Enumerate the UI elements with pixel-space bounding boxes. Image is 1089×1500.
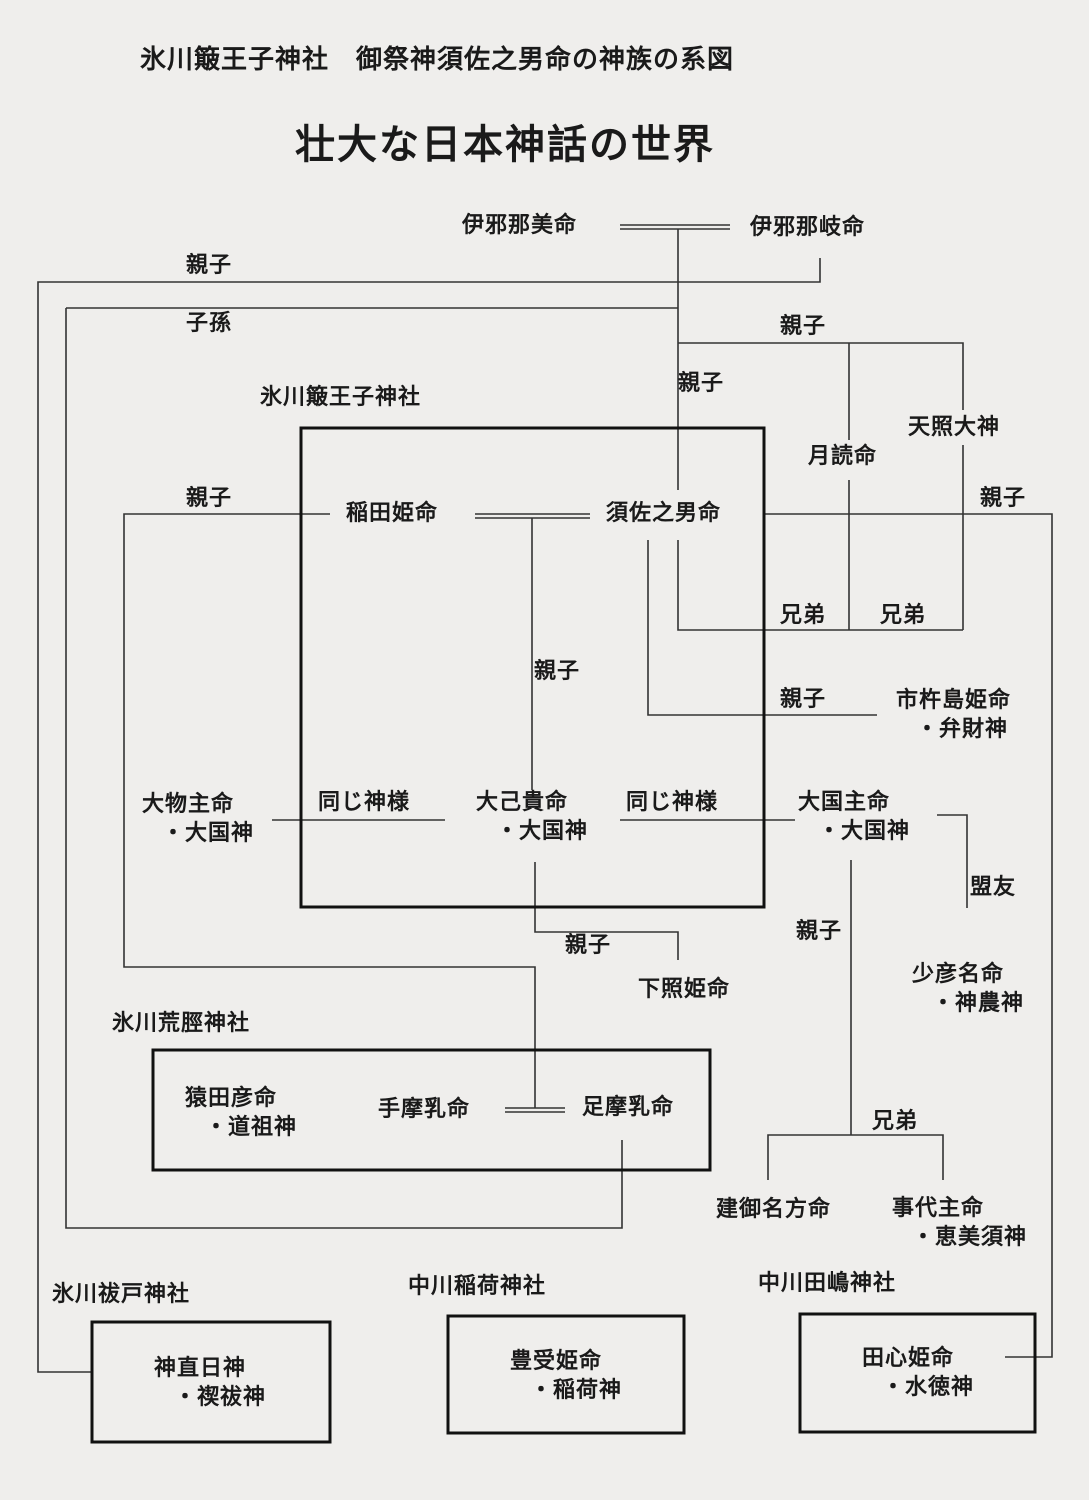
deity-alias: ・大国神 (496, 819, 589, 844)
deity-name: 田心姫命 (862, 1346, 955, 1371)
deity-name: 少彦名命 (912, 962, 1005, 987)
relation-label: 親子 (796, 919, 843, 944)
deity-name: 大国主命 (798, 790, 891, 815)
deity-tagorihime: 田心姫命 ・水徳神 (862, 1344, 974, 1402)
relation-label: 同じ神様 (318, 790, 411, 815)
shrine-label: 中川稲荷神社 (408, 1274, 547, 1299)
deity-inadahime: 稲田姫命 (346, 501, 439, 526)
relation-label: 兄弟 (780, 603, 827, 628)
line-izanagi-inadahime (37, 258, 821, 1373)
deity-name: 事代主命 (892, 1196, 985, 1221)
deity-alias: ・稲荷神 (530, 1378, 623, 1403)
line-okuninushi-children (767, 860, 944, 1180)
deity-kotoshironushi: 事代主命 ・恵美須神 (892, 1194, 1027, 1252)
box-nakagawa-inari (446, 1314, 686, 1435)
shrine-label: 氷川簸王子神社 (260, 385, 422, 410)
deity-susanoo: 須佐之男命 (606, 501, 722, 526)
deity-omononushi: 大物主命 ・大国神 (142, 790, 254, 848)
deity-name: 市杵島姫命 (896, 688, 1012, 713)
deity-onamuchi: 大己貴命 ・大国神 (476, 788, 588, 846)
deity-takeminakata: 建御名方命 (716, 1197, 832, 1222)
line-okuninushi-sukuna (937, 814, 968, 908)
deity-shitateruhime: 下照姫命 (638, 977, 731, 1002)
marriage-line-izanami-izanagi (620, 224, 730, 230)
relation-label: 親子 (534, 659, 581, 684)
relation-label: 親子 (780, 314, 827, 339)
deity-toyoukehime: 豊受姫命 ・稲荷神 (510, 1347, 622, 1405)
shrine-label: 中川田嶋神社 (758, 1271, 897, 1296)
deity-alias: ・禊祓神 (174, 1385, 267, 1410)
deity-alias: ・恵美須神 (912, 1225, 1028, 1250)
relation-label: 親子 (565, 933, 612, 958)
relation-label: 親子 (186, 486, 233, 511)
deity-izanagi: 伊邪那岐命 (750, 215, 866, 240)
box-nakagawa-tajima (798, 1312, 1037, 1434)
relation-label: 兄弟 (880, 603, 927, 628)
line-descendants (65, 307, 678, 1229)
marriage-line-inada-susanoo (475, 513, 590, 519)
diagram-title: 壮大な日本神話の世界 (295, 122, 715, 168)
deity-name: 猿田彦命 (185, 1086, 278, 1111)
relation-label: 親子 (186, 253, 233, 278)
box-hikawa-arahabaki (151, 1048, 712, 1172)
deity-alias: ・弁財神 (916, 717, 1009, 742)
relation-label: 盟友 (970, 875, 1017, 900)
deity-alias: ・神農神 (932, 991, 1025, 1016)
relation-label: 親子 (678, 371, 725, 396)
deity-sarutahiko: 猿田彦命 ・道祖神 (185, 1084, 297, 1142)
line-susanoo-ichikishima (647, 540, 877, 716)
relation-label: 子孫 (186, 311, 233, 336)
diagram-subtitle: 氷川簸王子神社 御祭神須佐之男命の神族の系図 (140, 45, 735, 75)
deity-ichikishima: 市杵島姫命 ・弁財神 (896, 686, 1011, 744)
shrine-label: 氷川祓戸神社 (52, 1282, 191, 1307)
deity-alias: ・大国神 (818, 819, 911, 844)
deity-alias: ・大国神 (162, 821, 255, 846)
deity-alias: ・水徳神 (882, 1375, 975, 1400)
line-izanagi-children (678, 342, 964, 630)
line-onamuchi-shitateru (534, 862, 679, 960)
deity-name: 大己貴命 (476, 790, 569, 815)
relation-label: 親子 (980, 486, 1027, 511)
deity-naobi: 神直日神 ・禊祓神 (154, 1354, 266, 1412)
box-hikawa-hiouji (299, 426, 766, 909)
deity-name: 豊受姫命 (510, 1349, 603, 1374)
line-susanoo-tagorihime (765, 513, 1053, 1358)
deity-amaterasu: 天照大神 (908, 415, 1001, 440)
relation-label: 親子 (780, 687, 827, 712)
deity-alias: ・道祖神 (205, 1115, 298, 1140)
deity-name: 神直日神 (154, 1356, 247, 1381)
relation-label: 兄弟 (872, 1109, 919, 1134)
deity-name: 大物主命 (142, 792, 235, 817)
line-izanagi-susanoo (677, 229, 963, 631)
deity-okuninushi: 大国主命 ・大国神 (798, 788, 910, 846)
deity-ashinazuchi: 足摩乳命 (582, 1095, 675, 1120)
deity-tenazuchi: 手摩乳命 (378, 1097, 471, 1122)
relation-label: 同じ神様 (626, 790, 719, 815)
box-hikawa-haraedo (90, 1320, 332, 1444)
shrine-label: 氷川荒脛神社 (112, 1011, 251, 1036)
deity-sukunahikona: 少彦名命 ・神農神 (912, 960, 1024, 1018)
line-inada-ashinazuchi (123, 513, 536, 1108)
deity-izanami: 伊邪那美命 (462, 213, 578, 238)
marriage-line-tenazuchi-ashinazuchi (505, 1107, 565, 1113)
deity-tsukuyomi: 月読命 (808, 444, 878, 469)
